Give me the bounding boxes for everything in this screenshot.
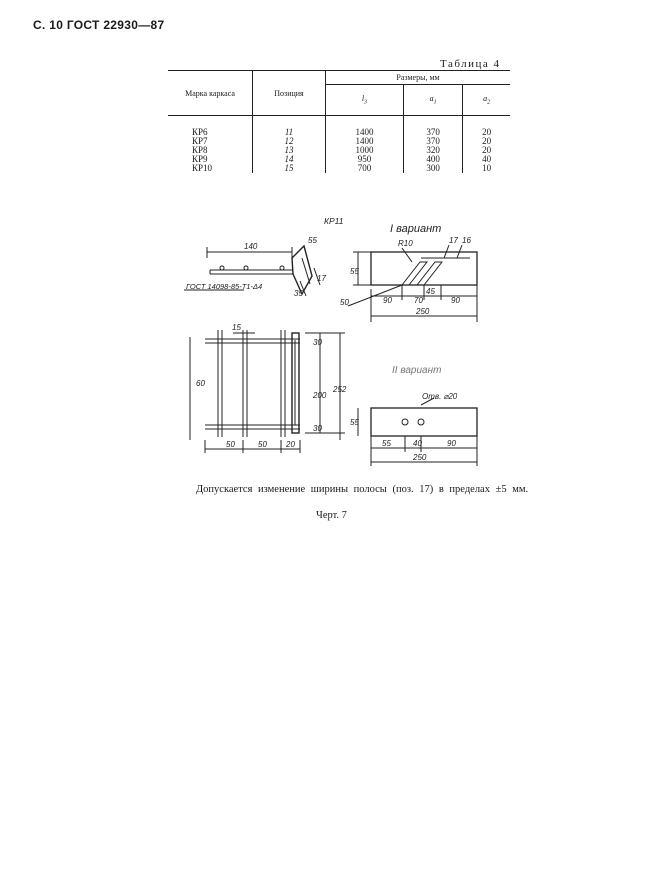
dim-140: 140 — [244, 242, 258, 251]
col-a2: a2 — [462, 84, 510, 116]
dim-50-a: 50 — [226, 440, 235, 449]
dim-55-top: 55 — [308, 236, 317, 245]
table-title: Таблица 4 — [440, 58, 501, 70]
dim-17: 17 — [317, 274, 326, 283]
dim-30-top: 30 — [313, 338, 322, 347]
dim-90-bottom: 90 — [447, 439, 456, 448]
table-row: КР6 11 1400 370 20 — [168, 115, 510, 137]
dim-35: 35 — [294, 289, 303, 298]
page-header: С. 10 ГОСТ 22930—87 — [33, 18, 165, 32]
dim-50-plate: 50 — [340, 298, 349, 307]
col-mark: Марка каркаса — [168, 70, 253, 116]
pos-17-label: 17 — [449, 236, 458, 245]
dim-250-bottom: 250 — [412, 453, 427, 462]
dim-55-plate: 55 — [350, 267, 359, 276]
dim-55-plate2: 55 — [350, 418, 359, 427]
pos-16-label: 16 — [462, 236, 471, 245]
table-row: КР10 15 700 300 10 — [168, 164, 510, 173]
table-row: КР7 12 1400 370 20 — [168, 137, 510, 146]
radius-label: R10 — [398, 239, 413, 248]
col-position: Позиция — [252, 70, 326, 116]
variant-2-label: II вариант — [392, 365, 441, 376]
table-row: КР8 13 1000 320 20 — [168, 146, 510, 155]
hole-label: Отв. ⌀20 — [422, 392, 458, 401]
dim-55-bottom: 55 — [382, 439, 391, 448]
dim-30-bottom: 30 — [313, 424, 322, 433]
table-row: КР9 14 950 400 40 — [168, 155, 510, 164]
dim-45: 45 — [426, 287, 435, 296]
dim-252: 252 — [332, 385, 347, 394]
dim-15: 15 — [232, 323, 241, 332]
dim-90-right: 90 — [451, 296, 460, 305]
dim-250-top: 250 — [415, 307, 430, 316]
dim-70: 70 — [414, 296, 423, 305]
dim-60: 60 — [196, 379, 205, 388]
dim-20: 20 — [285, 440, 295, 449]
note-text: Допускается изменение ширины полосы (поз… — [196, 484, 529, 495]
variant-1-label: I вариант — [390, 223, 441, 235]
drawing-title: КР11 — [324, 216, 344, 226]
dim-50-b: 50 — [258, 440, 267, 449]
dim-200: 200 — [312, 391, 327, 400]
dim-40: 40 — [413, 439, 422, 448]
weld-spec: ГОСТ 14098-85-Т1-Δ4 — [186, 282, 262, 291]
col-l: l3 — [325, 84, 404, 116]
table-4: Марка каркаса Позиция Размеры, мм l3 a1 … — [168, 70, 510, 173]
col-a1: a1 — [402, 84, 463, 116]
figure-caption: Черт. 7 — [316, 510, 347, 521]
dim-90-left: 90 — [383, 296, 392, 305]
